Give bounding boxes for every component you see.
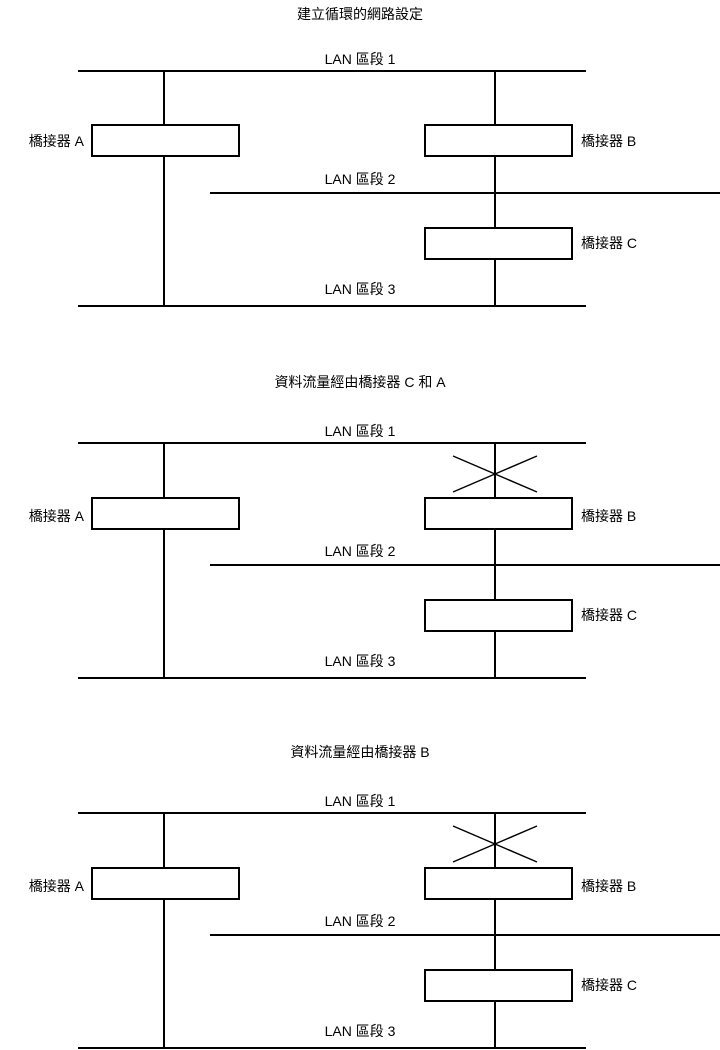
panel-3-topology xyxy=(78,812,720,1049)
bridge-b-box xyxy=(424,497,573,530)
bridge-b-box xyxy=(424,867,573,900)
bridge-c-box xyxy=(424,227,573,260)
bridge-c-label: 橋接器 C xyxy=(581,235,637,251)
bridge-c-box xyxy=(424,969,573,1002)
bridge-a-box xyxy=(91,867,240,900)
panel-loop-config: 建立循環的網路設定 LAN 區段 1 LAN 區段 2 LAN 區段 3 橋接器… xyxy=(0,0,720,340)
lan-segment-3-label: LAN 區段 3 xyxy=(324,653,396,669)
panel-title: 資料流量經由橋接器 C 和 A xyxy=(274,374,446,390)
bridge-b-label: 橋接器 B xyxy=(581,133,637,149)
bridge-a-label: 橋接器 A xyxy=(28,508,84,524)
bridge-c-box xyxy=(424,599,573,632)
bridge-a-box xyxy=(91,124,240,157)
lan-segment-2-label: LAN 區段 2 xyxy=(324,913,396,929)
blocked-link-x-icon-stroke-2 xyxy=(452,825,538,863)
lan-segment-2-label: LAN 區段 2 xyxy=(324,543,396,559)
bridge-c-label: 橋接器 C xyxy=(581,977,637,993)
lan-segment-2-label: LAN 區段 2 xyxy=(324,171,396,187)
bridge-b-label: 橋接器 B xyxy=(581,878,637,894)
bridge-b-label: 橋接器 B xyxy=(581,508,637,524)
blocked-link-x-icon-stroke-2 xyxy=(452,455,538,493)
lan-segment-1-label: LAN 區段 1 xyxy=(324,51,396,67)
bridge-a-label: 橋接器 A xyxy=(28,878,84,894)
bridge-a-box xyxy=(91,497,240,530)
lan-segment-1-label: LAN 區段 1 xyxy=(324,423,396,439)
panel-traffic-via-c-and-a: 資料流量經由橋接器 C 和 A LAN 區段 1 LAN 區段 2 LAN 區段… xyxy=(0,360,720,705)
panel-title: 建立循環的網路設定 xyxy=(297,6,423,22)
lan-segment-1-label: LAN 區段 1 xyxy=(324,793,396,809)
panel-2-topology xyxy=(78,442,720,679)
lan-segment-3-label: LAN 區段 3 xyxy=(324,281,396,297)
bridge-a-label: 橋接器 A xyxy=(28,133,84,149)
lan-segment-3-label: LAN 區段 3 xyxy=(324,1023,396,1039)
panel-1-topology xyxy=(78,70,720,307)
panel-traffic-via-b: 資料流量經由橋接器 B LAN 區段 1 LAN 區段 2 LAN 區段 3 橋… xyxy=(0,730,720,1050)
bridge-c-label: 橋接器 C xyxy=(581,607,637,623)
bridge-b-box xyxy=(424,124,573,157)
panel-title: 資料流量經由橋接器 B xyxy=(290,744,430,760)
